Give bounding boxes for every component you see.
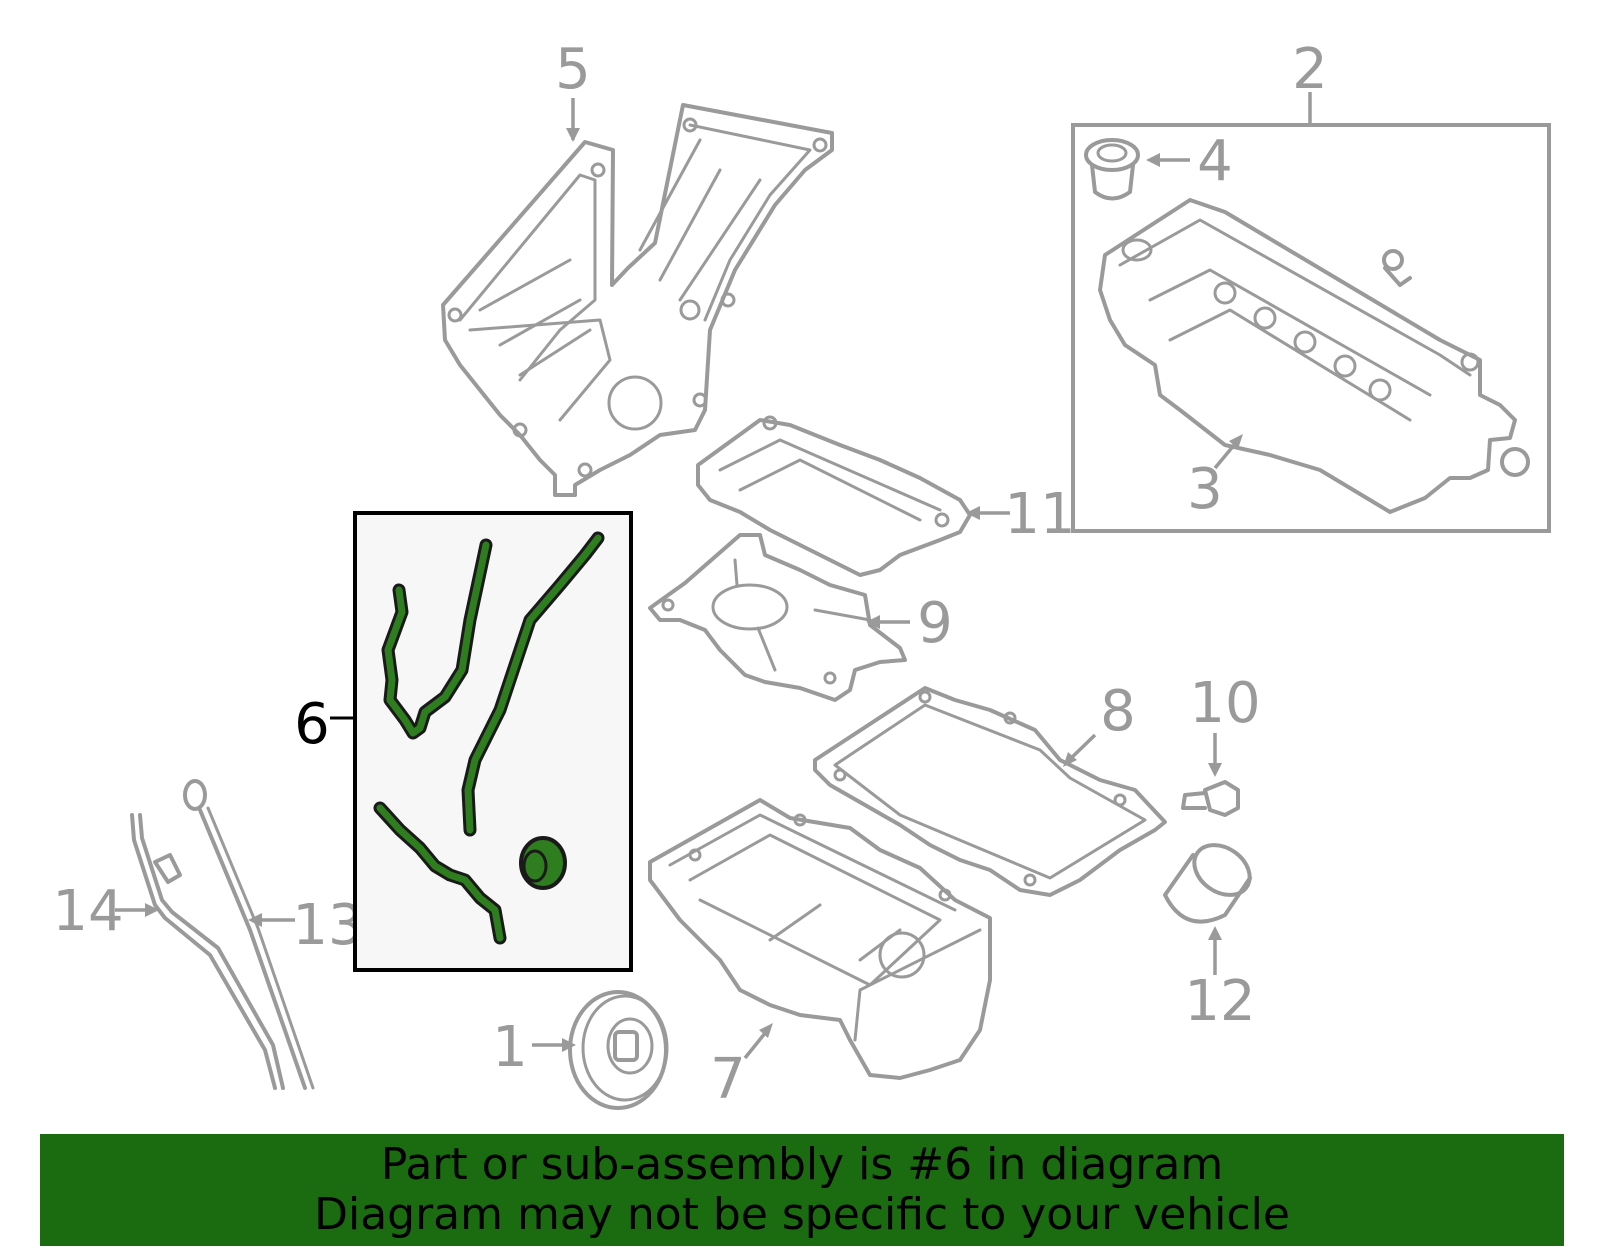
info-banner: Part or sub-assembly is #6 in diagram Di… xyxy=(40,1134,1564,1246)
part-8-pan-gasket[interactable] xyxy=(813,686,1167,897)
part-3-valve-cover[interactable] xyxy=(1098,198,1517,514)
pcv-valve[interactable] xyxy=(1382,249,1412,287)
callout-11[interactable]: 11 xyxy=(1004,482,1075,547)
callout-7[interactable]: 7 xyxy=(710,1047,746,1112)
part-14-dipstick-tube[interactable] xyxy=(130,813,285,1090)
part-6-gasket-set[interactable] xyxy=(373,531,605,945)
callout-9[interactable]: 9 xyxy=(917,591,953,656)
part-5-timing-cover[interactable] xyxy=(441,103,834,497)
callout-1[interactable]: 1 xyxy=(492,1015,528,1080)
part-9-baffle[interactable] xyxy=(648,533,907,702)
part-10-drain-plug[interactable] xyxy=(1181,780,1240,817)
part-13-dipstick[interactable] xyxy=(183,779,315,1090)
callout-12[interactable]: 12 xyxy=(1184,969,1255,1034)
callout-2[interactable]: 2 xyxy=(1292,37,1328,102)
part-4-oil-filler-cap[interactable] xyxy=(1084,138,1140,201)
part-1-crank-pulley[interactable] xyxy=(568,990,669,1110)
banner-line-2: Diagram may not be specific to your vehi… xyxy=(314,1189,1290,1240)
banner-line-1: Part or sub-assembly is #6 in diagram xyxy=(380,1139,1224,1190)
callout-8[interactable]: 8 xyxy=(1100,679,1136,744)
callout-13[interactable]: 13 xyxy=(292,893,363,958)
part-6-group-box xyxy=(353,511,633,972)
part-12-oil-filter[interactable] xyxy=(1163,835,1259,924)
part-7-oil-pan[interactable] xyxy=(648,798,992,1080)
callout-4[interactable]: 4 xyxy=(1197,129,1233,194)
callout-5[interactable]: 5 xyxy=(555,37,591,102)
grommet[interactable] xyxy=(1500,447,1530,477)
callout-6[interactable]: 6 xyxy=(294,692,330,757)
callout-10[interactable]: 10 xyxy=(1189,671,1260,736)
callout-3[interactable]: 3 xyxy=(1187,457,1223,522)
callout-14[interactable]: 14 xyxy=(52,879,123,944)
part-11-plate[interactable] xyxy=(696,415,972,577)
